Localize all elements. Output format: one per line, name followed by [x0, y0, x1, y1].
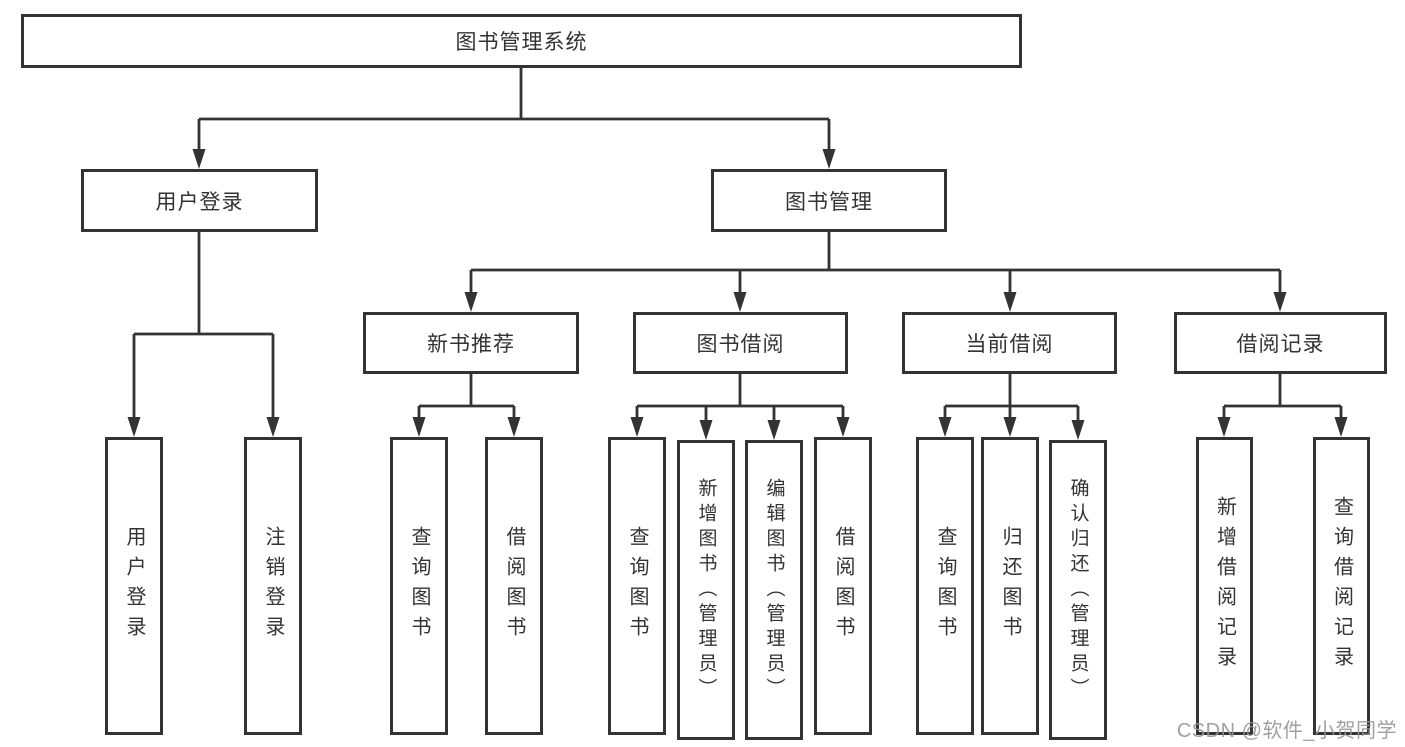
- node-borrow-records: 借阅记录: [1174, 312, 1387, 374]
- leaf-bb-add-books-admin: 新增图书（管理员）: [677, 440, 735, 740]
- leaf-cb-return-books: 归还图书: [981, 437, 1039, 735]
- node-current-borrow-label: 当前借阅: [965, 333, 1054, 356]
- leaf-nb-query-books-label: 查询图书: [408, 526, 430, 646]
- leaf-bb-borrow-books-label: 借阅图书: [832, 526, 854, 646]
- node-book-borrow-label: 图书借阅: [696, 333, 785, 356]
- leaf-br-query-record: 查询借阅记录: [1313, 437, 1370, 735]
- csdn-watermark: CSDN @软件_小贺同学: [1176, 720, 1397, 742]
- node-user-login-label: 用户登录: [155, 190, 244, 214]
- node-root-system: 图书管理系统: [21, 14, 1022, 68]
- leaf-logout-login: 注销登录: [244, 437, 302, 735]
- node-user-login: 用户登录: [81, 169, 318, 232]
- leaf-nb-query-books: 查询图书: [390, 437, 448, 735]
- leaf-nb-borrow-books-label: 借阅图书: [503, 526, 525, 646]
- leaf-user-login-label: 用户登录: [123, 526, 145, 646]
- node-book-borrow: 图书借阅: [633, 312, 848, 374]
- leaf-bb-edit-books-admin: 编辑图书（管理员）: [745, 440, 803, 740]
- leaf-cb-query-books-label: 查询图书: [934, 526, 956, 646]
- leaf-bb-query-books: 查询图书: [608, 437, 666, 735]
- leaf-user-login: 用户登录: [105, 437, 163, 735]
- leaf-br-add-record-label: 新增借阅记录: [1213, 496, 1236, 676]
- leaf-bb-borrow-books: 借阅图书: [814, 437, 872, 735]
- node-root-system-label: 图书管理系统: [455, 31, 588, 54]
- arrowheads: [127, 149, 1348, 440]
- leaf-nb-borrow-books: 借阅图书: [485, 437, 543, 735]
- leaf-cb-return-books-label: 归还图书: [999, 526, 1021, 646]
- leaf-cb-confirm-return-admin-label: 确认归还（管理员）: [1067, 477, 1089, 703]
- node-new-book-recommend: 新书推荐: [363, 312, 579, 374]
- leaf-cb-confirm-return-admin: 确认归还（管理员）: [1049, 440, 1107, 740]
- leaf-bb-edit-books-admin-label: 编辑图书（管理员）: [763, 477, 785, 703]
- node-book-management-label: 图书管理: [785, 190, 873, 214]
- leaf-cb-query-books: 查询图书: [916, 437, 974, 735]
- leaf-br-query-record-label: 查询借阅记录: [1330, 496, 1353, 676]
- node-current-borrow: 当前借阅: [902, 312, 1117, 374]
- leaf-logout-login-label: 注销登录: [262, 526, 284, 646]
- node-borrow-records-label: 借阅记录: [1236, 333, 1325, 356]
- node-new-book-recommend-label: 新书推荐: [427, 333, 515, 356]
- node-book-management: 图书管理: [711, 169, 947, 232]
- leaf-bb-query-books-label: 查询图书: [626, 526, 648, 646]
- leaf-br-add-record: 新增借阅记录: [1196, 437, 1253, 735]
- leaf-bb-add-books-admin-label: 新增图书（管理员）: [695, 477, 717, 703]
